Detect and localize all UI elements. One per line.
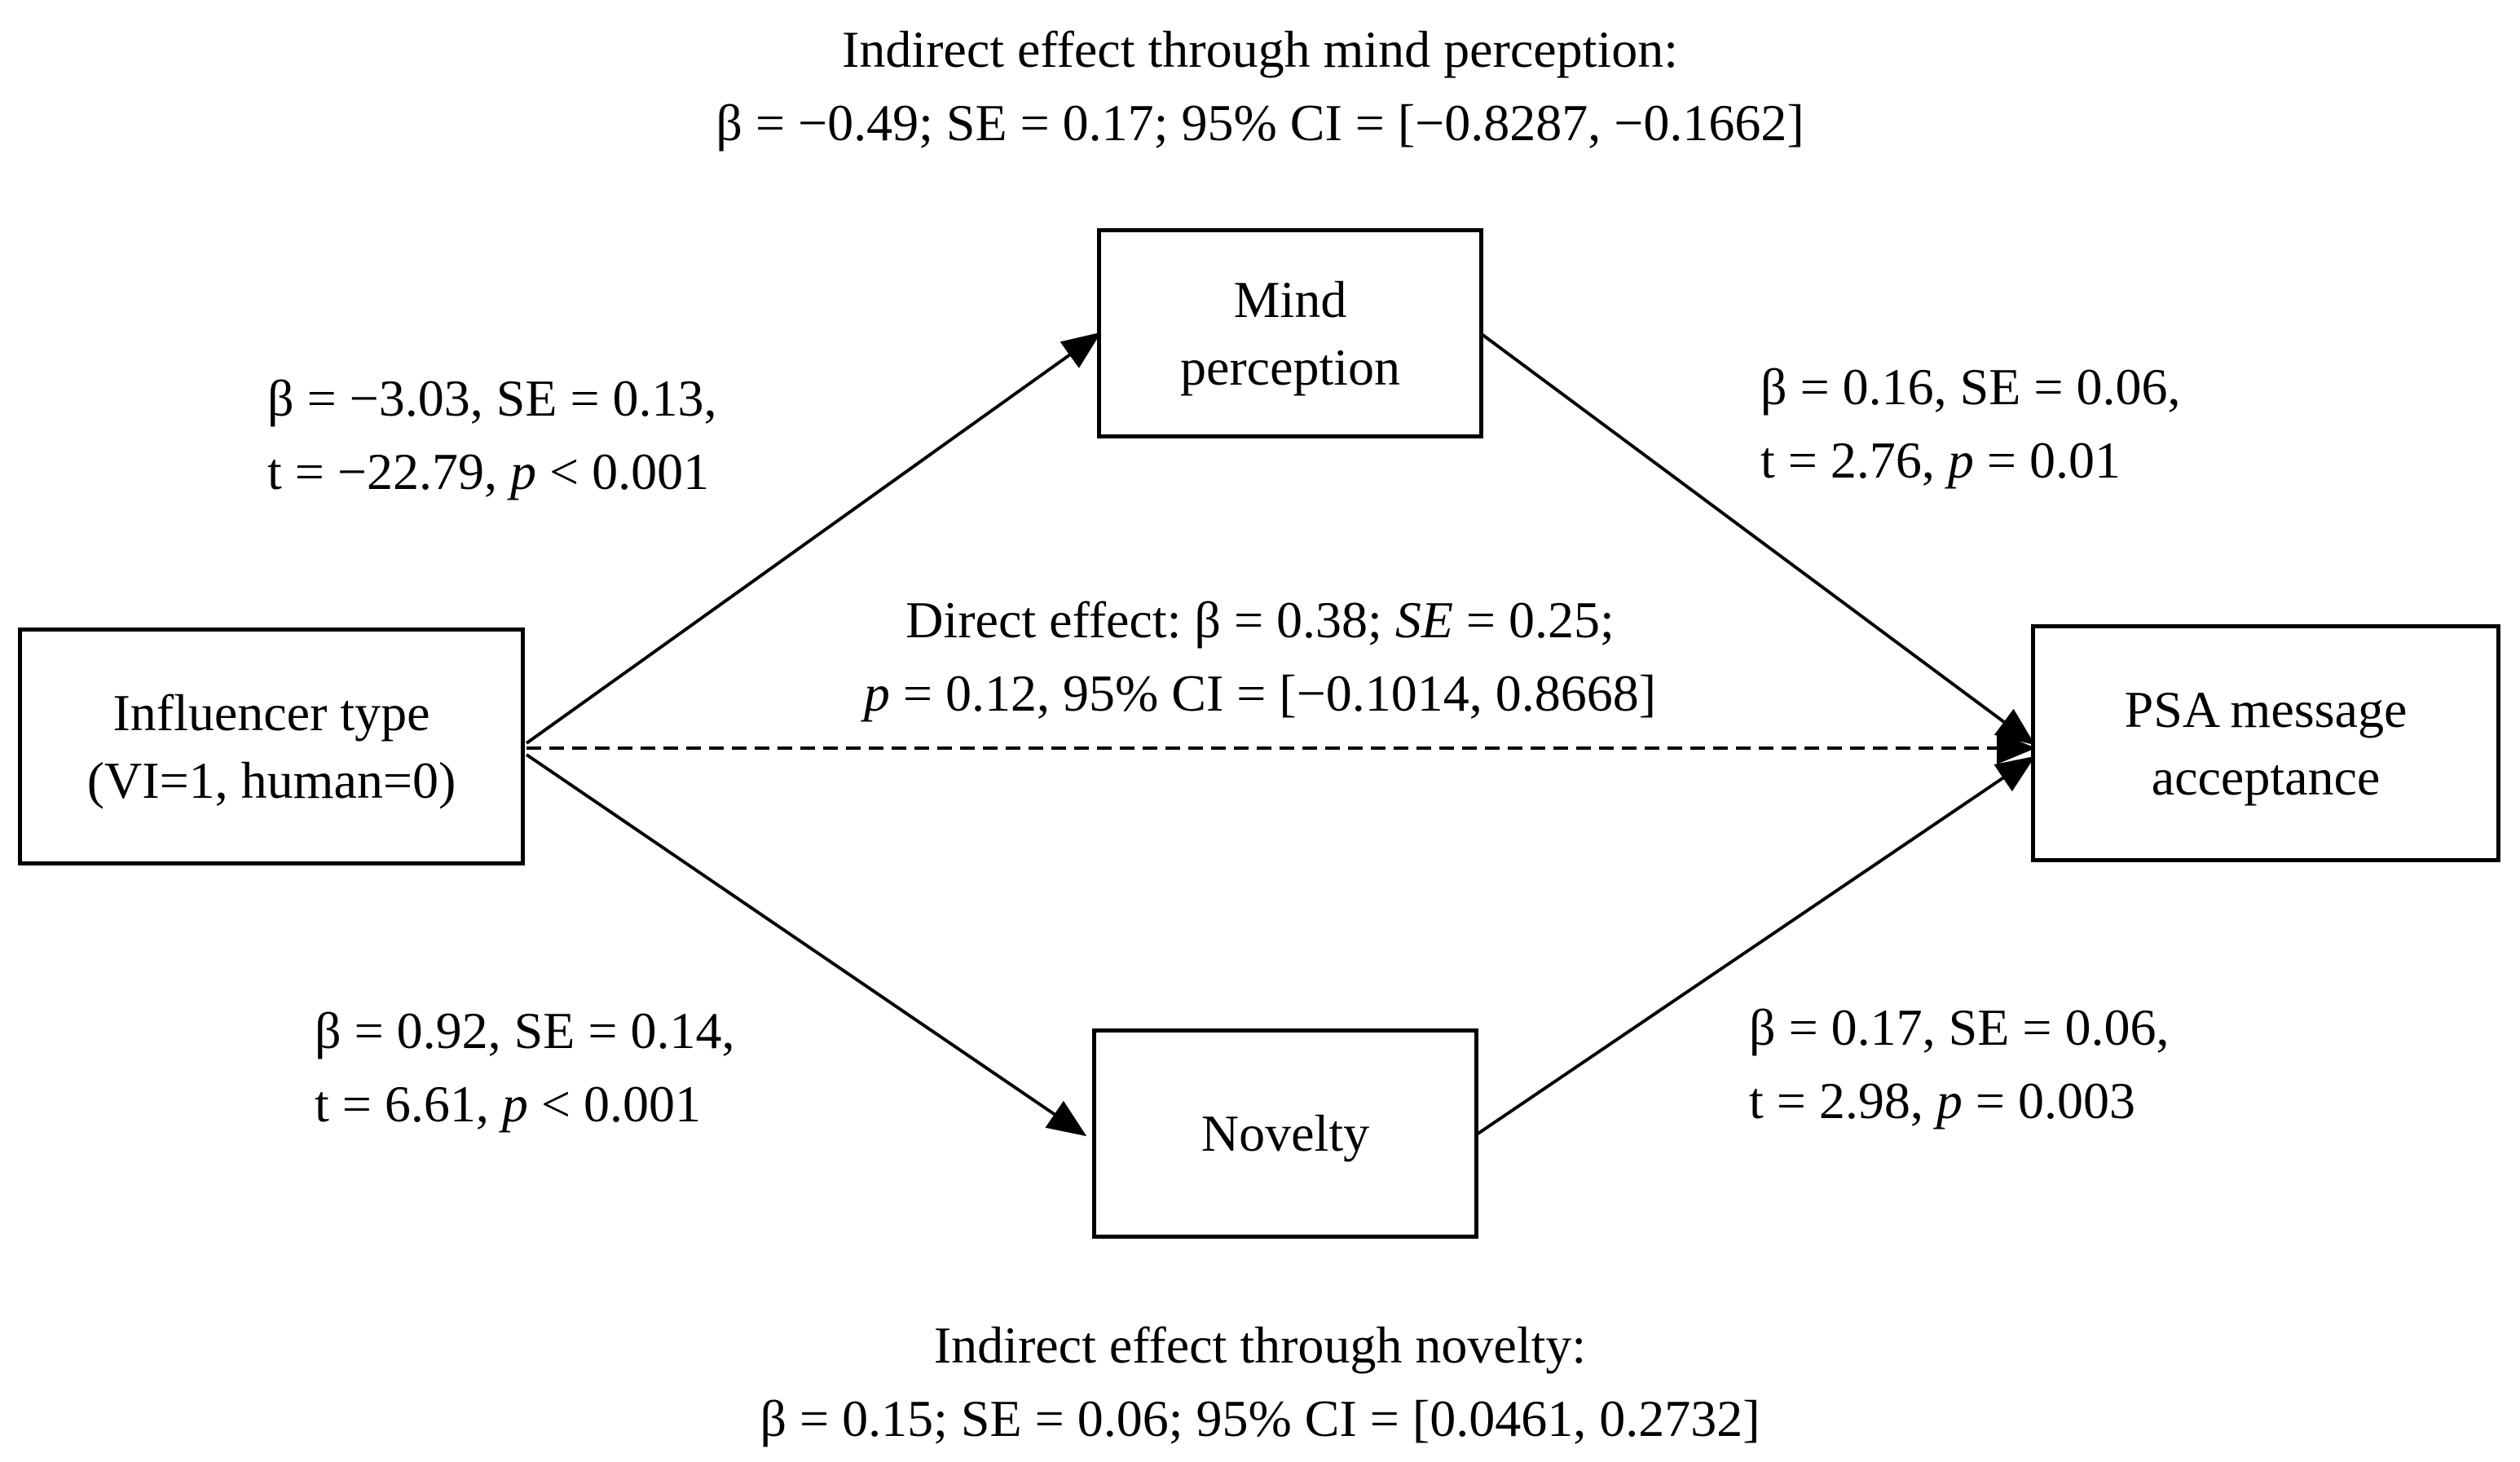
path-a-mind-label: β = −3.03, SE = 0.13, t = −22.79, p < 0.… (267, 362, 717, 509)
path-a-novelty-label: β = 0.92, SE = 0.14, t = 6.61, p < 0.001 (315, 994, 734, 1141)
indirect-mind-stats: β = −0.49; SE = 0.17; 95% CI = [−0.8287,… (716, 94, 1804, 152)
indirect-effect-novelty-label: Indirect effect through novelty: β = 0.1… (445, 1309, 2075, 1455)
novelty-box: Novelty (1092, 1028, 1478, 1239)
direct-effect-line1: Direct effect: β = 0.38; SE = 0.25; (905, 591, 1615, 649)
indirect-novelty-stats: β = 0.15; SE = 0.06; 95% CI = [0.0461, 0… (760, 1389, 1760, 1447)
path-b-novelty-line2: t = 2.98, p = 0.003 (1749, 1072, 2135, 1130)
psa-line2: acceptance (2151, 748, 2381, 806)
mind-perception-box: Mind perception (1097, 228, 1483, 438)
arrow-mind-to-psa (1480, 332, 2036, 746)
path-b-mind-line2: t = 2.76, p = 0.01 (1760, 431, 2121, 489)
mind-perception-line1: Mind (1233, 270, 1347, 328)
arrow-influencer-to-mind (525, 332, 1102, 745)
path-b-mind-label: β = 0.16, SE = 0.06, t = 2.76, p = 0.01 (1760, 350, 2180, 497)
indirect-novelty-heading: Indirect effect through novelty: (933, 1316, 1587, 1374)
novelty-label: Novelty (1201, 1104, 1370, 1163)
influencer-type-coding: (VI=1, human=0) (86, 751, 456, 809)
arrow-influencer-to-novelty (525, 753, 1087, 1137)
psa-message-acceptance-box: PSA message acceptance (2031, 624, 2500, 862)
indirect-effect-mind-label: Indirect effect through mind perception:… (445, 13, 2075, 160)
mind-perception-line2: perception (1179, 338, 1401, 396)
path-a-novelty-line1: β = 0.92, SE = 0.14, (315, 1002, 735, 1059)
indirect-mind-heading: Indirect effect through mind perception: (842, 20, 1678, 78)
arrow-novelty-to-psa (1475, 755, 2036, 1136)
path-b-novelty-label: β = 0.17, SE = 0.06, t = 2.98, p = 0.003 (1749, 991, 2169, 1138)
direct-effect-line2: p = 0.12, 95% CI = [−0.1014, 0.8668] (863, 664, 1657, 722)
path-a-novelty-line2: t = 6.61, p < 0.001 (315, 1075, 701, 1133)
path-b-mind-line1: β = 0.16, SE = 0.06, (1760, 358, 2181, 416)
influencer-type-label: Influencer type (112, 683, 430, 742)
direct-effect-label: Direct effect: β = 0.38; SE = 0.25; p = … (689, 583, 1831, 730)
psa-line1: PSA message (2124, 680, 2408, 738)
path-a-mind-line2: t = −22.79, p < 0.001 (267, 443, 710, 500)
path-a-mind-line1: β = −3.03, SE = 0.13, (267, 369, 717, 427)
path-b-novelty-line1: β = 0.17, SE = 0.06, (1749, 998, 2170, 1056)
influencer-type-box: Influencer type (VI=1, human=0) (18, 628, 525, 865)
